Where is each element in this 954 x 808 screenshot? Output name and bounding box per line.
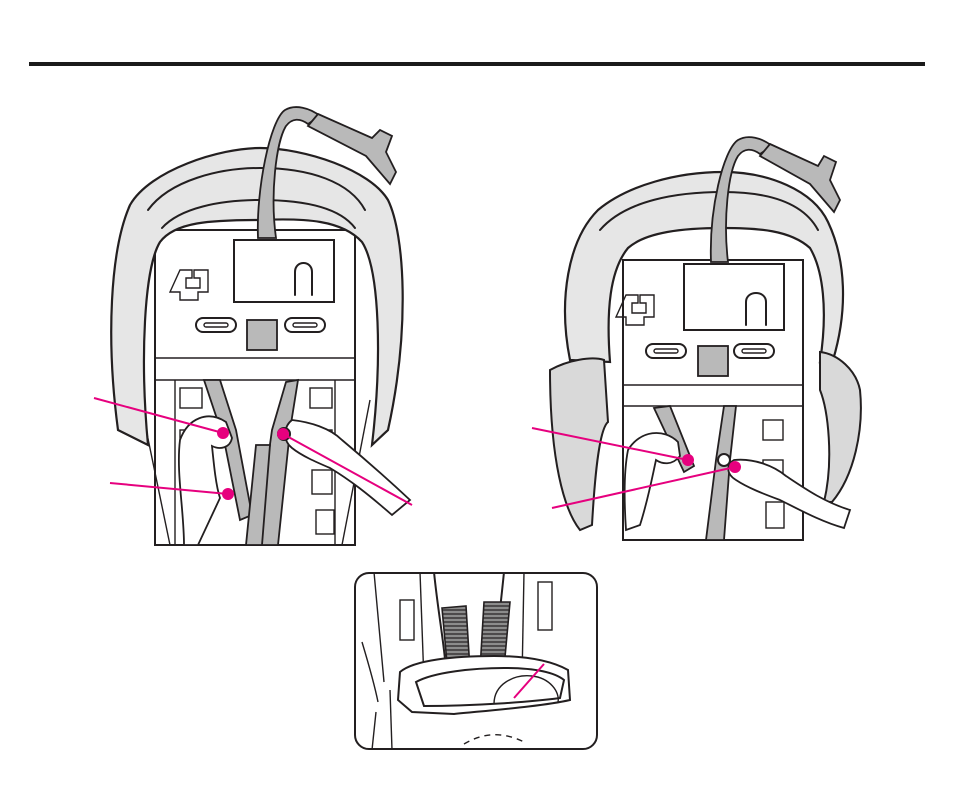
side-wing-right <box>820 352 861 502</box>
inset-illustration <box>354 572 598 750</box>
center-panel <box>234 240 334 302</box>
header-rule <box>29 62 925 66</box>
left-seat-illustration <box>80 100 440 545</box>
center-panel <box>684 264 784 330</box>
side-wing-left <box>550 358 608 530</box>
right-seat-illustration <box>528 130 888 545</box>
